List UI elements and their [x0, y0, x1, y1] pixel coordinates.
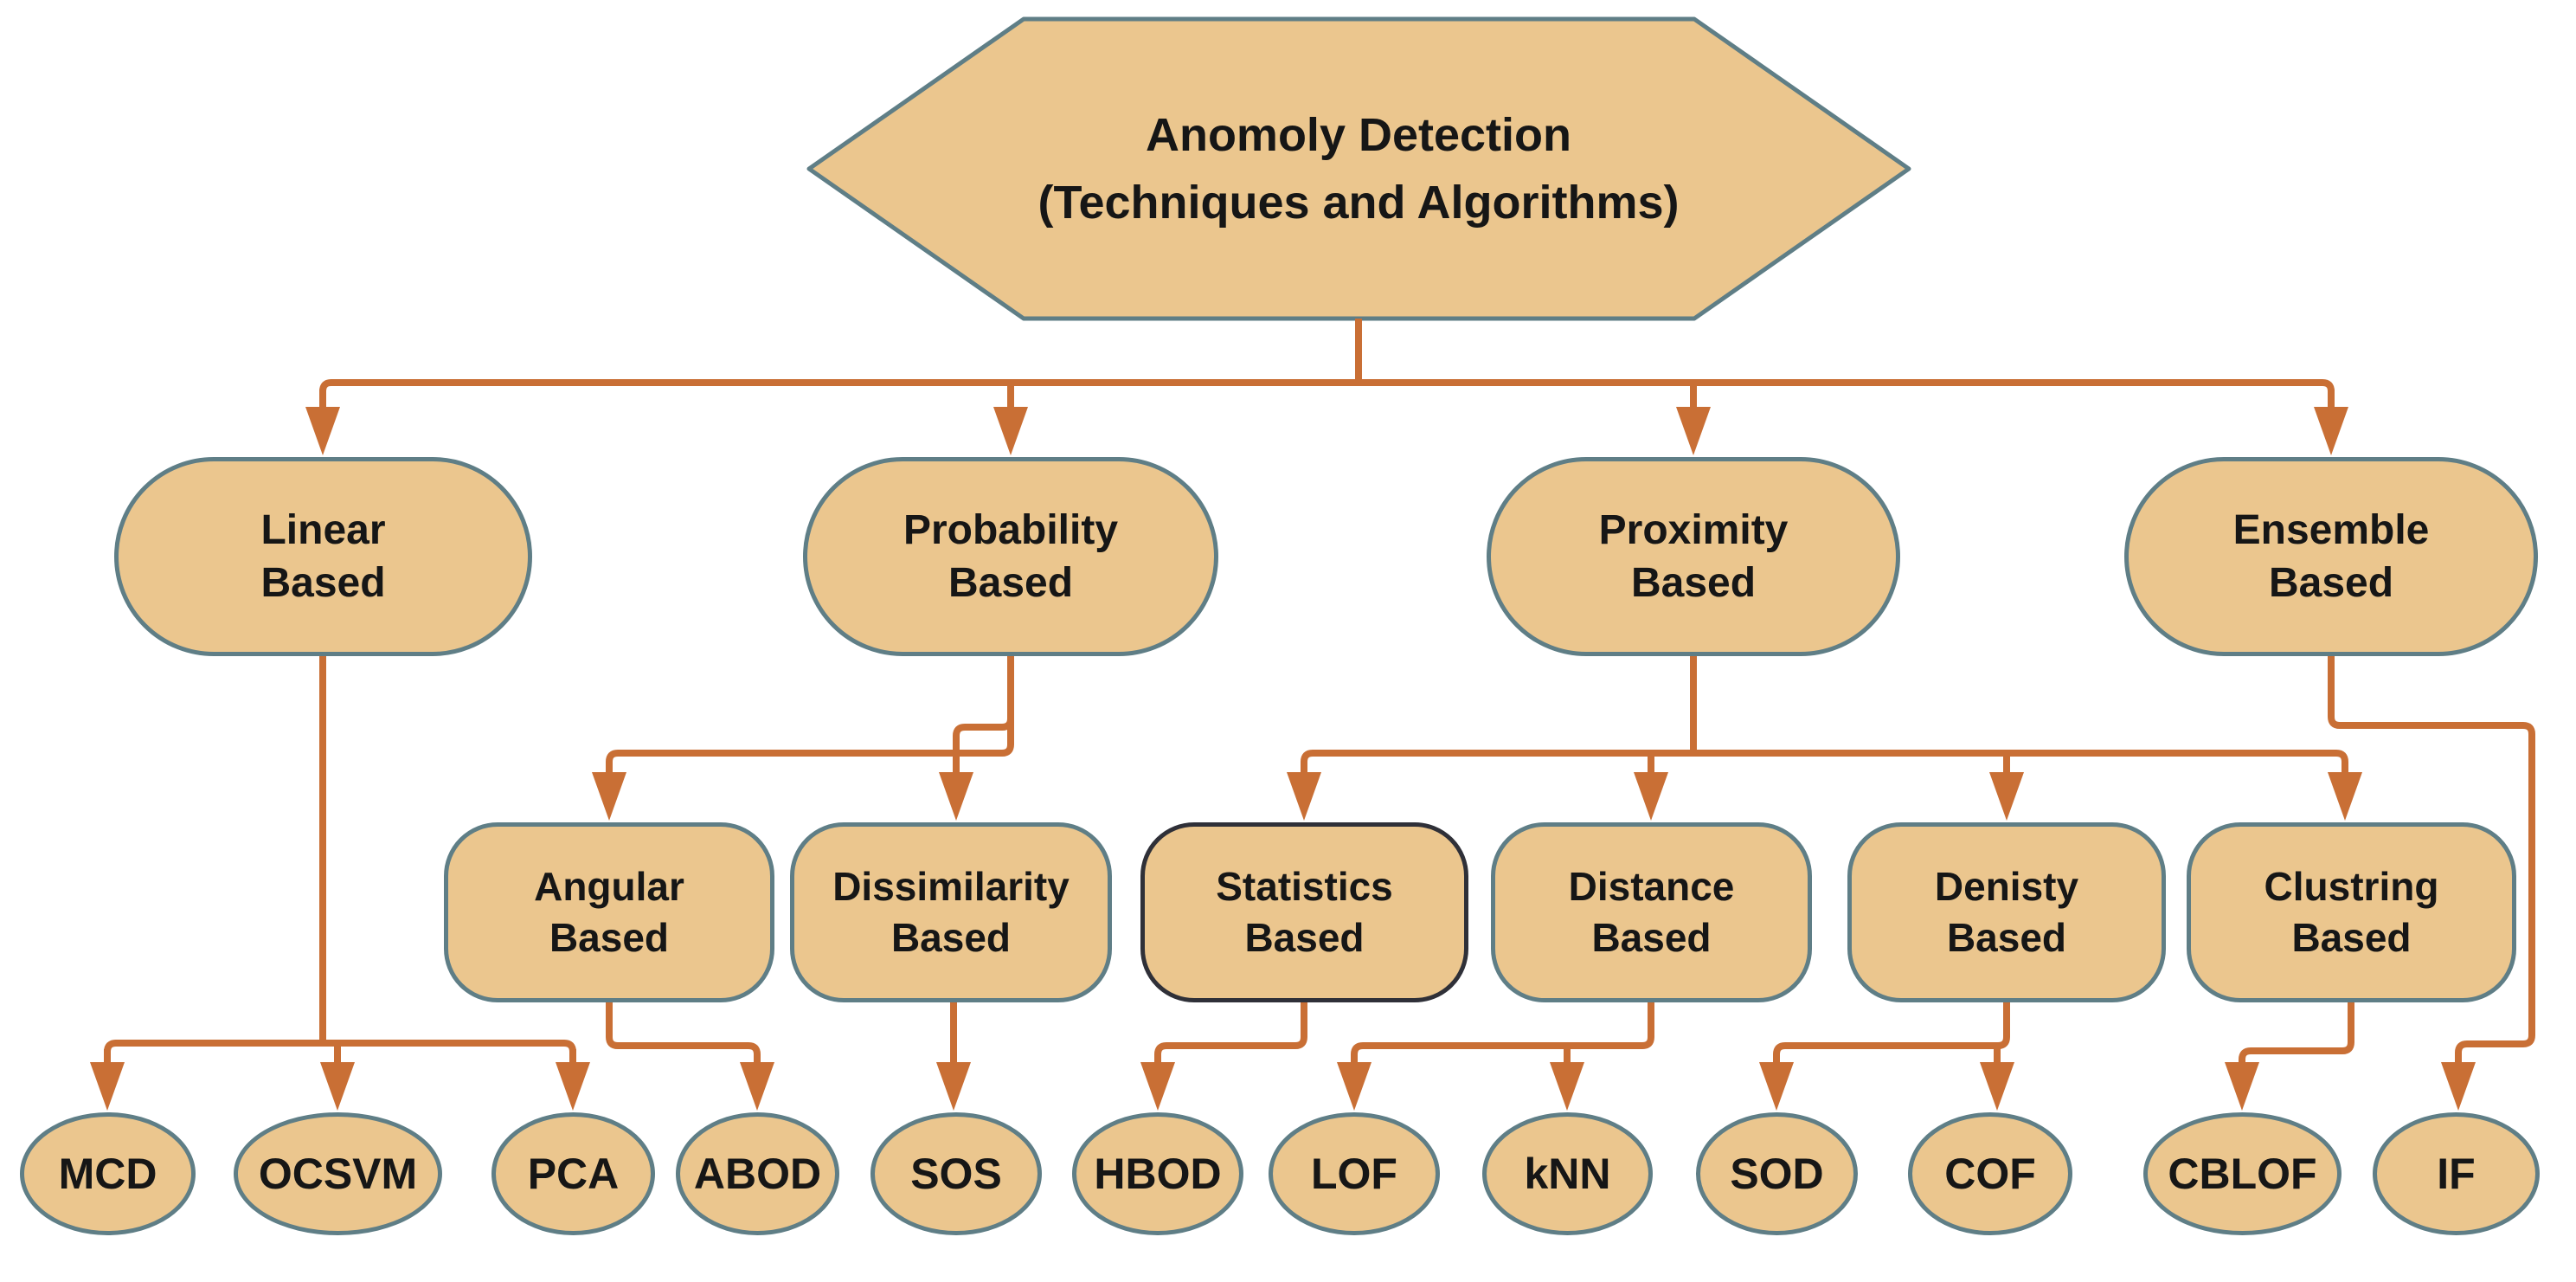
leaf-hbod: HBOD	[1072, 1112, 1243, 1235]
node-label: Clustring	[2264, 864, 2439, 910]
leaf-label: OCSVM	[258, 1150, 418, 1198]
node-ensemble-based: Ensemble Based	[2124, 457, 2538, 656]
leaf-label: LOF	[1311, 1150, 1397, 1198]
node-label: Ensemble	[2232, 506, 2430, 553]
leaf-if: IF	[2373, 1112, 2540, 1235]
node-label: Dissimilarity	[832, 864, 1070, 910]
node-label: Distance	[1568, 864, 1735, 910]
leaf-lof: LOF	[1269, 1112, 1440, 1235]
leaf-label: SOS	[910, 1150, 1002, 1198]
leaf-cof: COF	[1908, 1112, 2072, 1235]
edge-probability-dissimilarity	[939, 718, 1014, 821]
leaf-label: HBOD	[1094, 1150, 1222, 1198]
node-root: Anomoly Detection (Techniques and Algori…	[852, 39, 1865, 299]
node-label: Based	[1946, 915, 2067, 960]
node-denisty-based: Denisty Based	[1847, 822, 2166, 1002]
edge-probability-angular	[592, 656, 1014, 821]
node-label: Denisty	[1934, 864, 2079, 910]
node-label: Proximity	[1598, 506, 1789, 553]
root-hexagon-shape	[806, 16, 1911, 321]
leaf-label: IF	[2437, 1150, 2476, 1198]
node-probability-based: Probability Based	[803, 457, 1218, 656]
node-dissimilarity-based: Dissimilarity Based	[790, 822, 1112, 1002]
leaf-mcd: MCD	[20, 1112, 196, 1235]
node-clustring-based: Clustring Based	[2187, 822, 2516, 1002]
node-statistics-based: Statistics Based	[1140, 822, 1468, 1002]
leaf-label: PCA	[527, 1150, 620, 1198]
leaf-label: CBLOF	[2168, 1150, 2317, 1198]
node-proximity-based: Proximity Based	[1487, 457, 1900, 656]
node-label: Based	[1630, 560, 1757, 606]
node-distance-based: Distance Based	[1491, 822, 1812, 1002]
node-label: Based	[260, 560, 386, 606]
node-label: Based	[2268, 560, 2394, 606]
edge-clustring-cblof	[2225, 1002, 2354, 1111]
edge-ensemble-if	[2328, 656, 2535, 1111]
leaf-pca: PCA	[491, 1112, 655, 1235]
leaf-cblof: CBLOF	[2143, 1112, 2342, 1235]
edge-denisty-sod	[1759, 1002, 2010, 1111]
leaf-sos: SOS	[870, 1112, 1042, 1235]
edge-angular-abod	[606, 1002, 774, 1111]
edge-statistics-hbod	[1140, 1002, 1307, 1111]
leaf-label: ABOD	[693, 1150, 822, 1198]
node-label: Based	[948, 560, 1074, 606]
root-title-line1: Anomoly Detection	[1145, 108, 1572, 161]
leaf-abod: ABOD	[676, 1112, 839, 1235]
node-label: Based	[890, 915, 1012, 960]
edge-root-bar	[319, 379, 2335, 403]
leaf-label: kNN	[1524, 1150, 1611, 1198]
leaf-sod: SOD	[1696, 1112, 1858, 1235]
node-linear-based: Linear Based	[114, 457, 532, 656]
leaf-ocsvm: OCSVM	[234, 1112, 442, 1235]
node-label: Based	[549, 915, 670, 960]
leaf-label: SOD	[1730, 1150, 1824, 1198]
root-title-line2: (Techniques and Algorithms)	[1037, 177, 1680, 229]
edge-proximity-bar	[1301, 750, 2348, 769]
leaf-label: COF	[1944, 1150, 2036, 1198]
node-angular-based: Angular Based	[444, 822, 774, 1002]
node-label: Based	[2291, 915, 2412, 960]
node-label: Linear	[260, 506, 386, 553]
node-label: Statistics	[1216, 864, 1393, 910]
leaf-label: MCD	[58, 1150, 157, 1198]
edge-distance-lof	[1337, 1002, 1654, 1111]
leaf-knn: kNN	[1482, 1112, 1653, 1235]
node-label: Probability	[903, 506, 1119, 553]
node-label: Based	[1591, 915, 1712, 960]
node-label: Angular	[534, 864, 684, 910]
node-label: Based	[1244, 915, 1365, 960]
